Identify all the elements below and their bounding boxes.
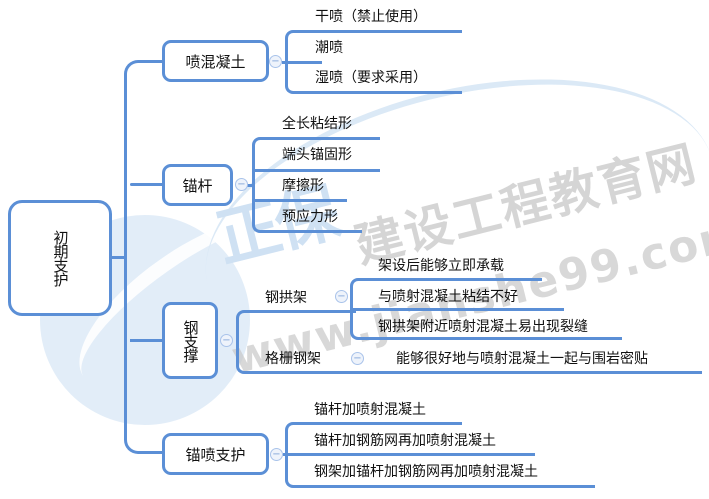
bolt-shotcrete-item-2: 锚杆加钢筋网再加喷射混凝土 [314, 433, 496, 449]
steel-arch-uline-2 [360, 337, 622, 340]
branch-shotcrete[interactable]: 喷混凝土 [162, 40, 269, 82]
branch-bolt-shotcrete[interactable]: 锚喷支护 [162, 433, 269, 475]
branch-steel-support[interactable]: 钢支撑 [162, 302, 218, 379]
minus-icon: − [337, 290, 346, 302]
bolt-shotcrete-uline-1 [285, 453, 535, 456]
collapse-toggle-shotcrete[interactable]: − [269, 55, 282, 68]
steel-support-uline-1 [246, 371, 702, 374]
shotcrete-uline-2 [295, 91, 462, 94]
sub-grid-steel-label[interactable]: 格栅钢架 [265, 351, 321, 367]
root-node[interactable]: 初期支护 [8, 200, 112, 316]
shotcrete-uline-0 [295, 30, 462, 33]
steel-support-uline-0 [246, 310, 356, 313]
collapse-toggle-bolt-shotcrete[interactable]: − [270, 448, 283, 461]
anchor-bolt-item-prestressed: 预应力形 [282, 209, 338, 225]
sub-steel-arch-label[interactable]: 钢拱架 [265, 290, 307, 306]
bolt-shotcrete-uline-2 [295, 485, 595, 488]
spine-branch-3 [130, 339, 164, 342]
anchor-bolt-uline-2 [255, 199, 347, 202]
bolt-shotcrete-uline-0 [295, 422, 462, 425]
collapse-toggle-steel-support[interactable]: − [220, 334, 233, 347]
minus-icon: − [272, 448, 281, 460]
branch-bolt-shotcrete-label: 锚喷支护 [185, 445, 246, 464]
anchor-bolt-uline-1 [255, 169, 380, 172]
branch-anchor-bolt-label: 锚杆 [182, 176, 213, 195]
minus-icon: − [237, 178, 246, 190]
anchor-bolt-item-friction: 摩擦形 [282, 178, 324, 194]
grid-steel-item-close-contact: 能够很好地与喷射混凝土一起与围岩密贴 [396, 351, 648, 367]
steel-arch-uline-0 [360, 278, 542, 281]
shotcrete-connector [282, 61, 322, 64]
anchor-bolt-uline-0 [262, 137, 380, 140]
steel-arch-item-poor-bond: 与喷射混凝土粘结不好 [378, 289, 518, 305]
anchor-bolt-uline-3 [262, 230, 362, 233]
watermark-text: 建设工程教育网 [349, 135, 703, 275]
minus-icon: − [353, 352, 362, 364]
collapse-toggle-grid-steel[interactable]: − [351, 352, 364, 365]
steel-arch-item-immediate-load: 架设后能够立即承载 [378, 258, 504, 274]
steel-arch-uline-1 [352, 308, 564, 311]
branch-anchor-bolt[interactable]: 锚杆 [162, 164, 233, 206]
minus-icon: − [222, 334, 231, 346]
root-label: 初期支护 [51, 230, 70, 286]
anchor-bolt-bracket [252, 137, 272, 233]
branch-shotcrete-label: 喷混凝土 [185, 52, 246, 71]
shotcrete-item-wet: 湿喷（要求采用） [315, 70, 427, 86]
collapse-toggle-anchor-bolt[interactable]: − [235, 178, 248, 191]
bolt-shotcrete-item-1: 锚杆加喷射混凝土 [314, 402, 426, 418]
anchor-bolt-item-end-anchor: 端头锚固形 [282, 147, 352, 163]
anchor-bolt-connector [247, 184, 255, 187]
shotcrete-item-dry: 干喷（禁止使用） [315, 9, 427, 25]
collapse-toggle-steel-arch[interactable]: − [335, 290, 348, 303]
anchor-bolt-item-full-bond: 全长粘结形 [282, 116, 352, 132]
shotcrete-bracket [285, 30, 305, 94]
main-spine [124, 60, 164, 454]
minus-icon: − [271, 55, 280, 67]
steel-support-bracket [236, 310, 256, 374]
shotcrete-item-damp: 潮喷 [315, 40, 343, 56]
branch-steel-support-label: 钢支撑 [181, 319, 200, 362]
spine-branch-2 [130, 183, 164, 186]
steel-arch-item-cracks: 钢拱架附近喷射混凝土易出现裂缝 [378, 319, 588, 335]
bolt-shotcrete-item-3: 钢架加锚杆加钢筋网再加喷射混凝土 [314, 464, 538, 480]
